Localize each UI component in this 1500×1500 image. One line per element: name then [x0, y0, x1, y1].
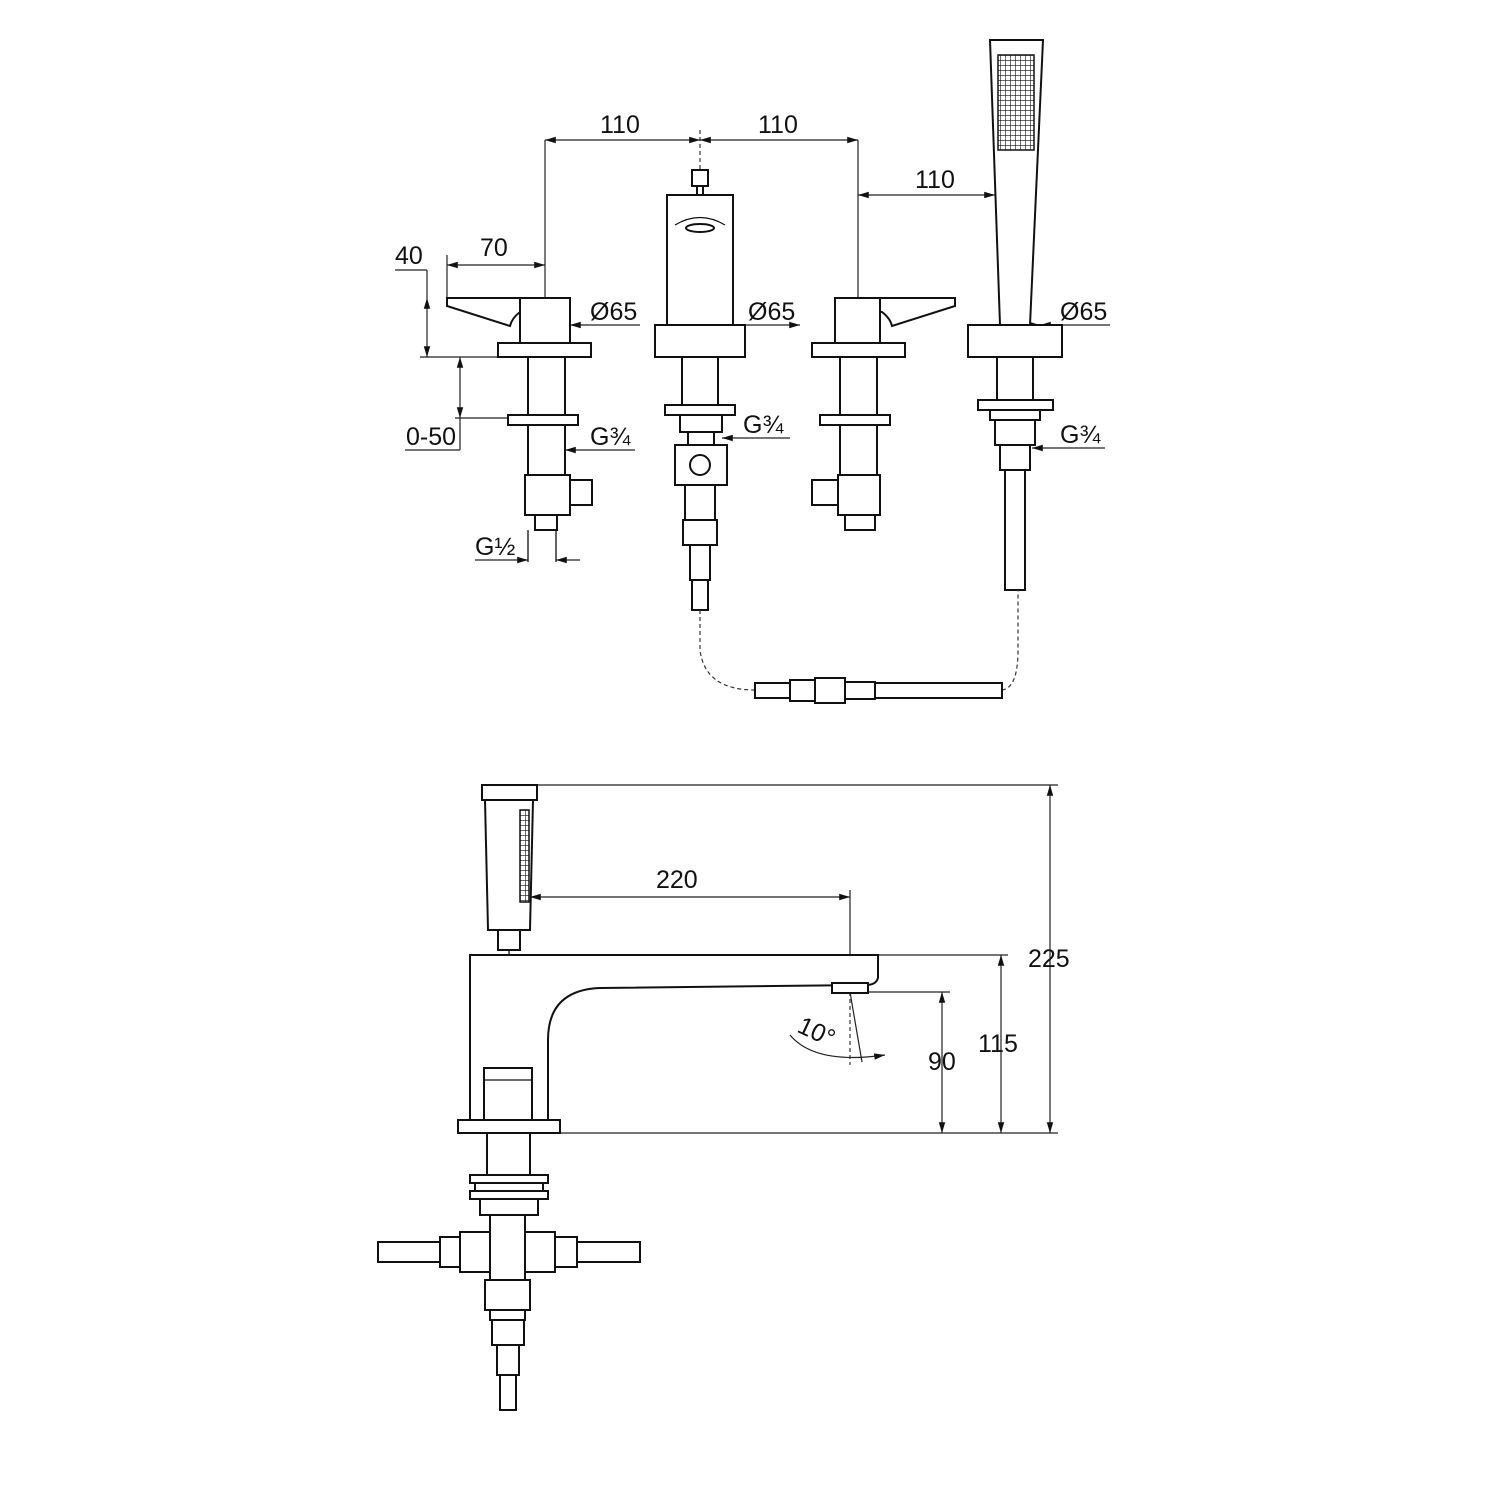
dim-diameter-4: Ø65 — [1060, 298, 1107, 326]
dim-thread-3: G¾ — [1060, 421, 1101, 449]
hand-shower — [967, 39, 1063, 591]
dim-total-height: 225 — [1028, 945, 1070, 973]
dim-outlet-angle: 10° — [793, 1011, 839, 1052]
dim-spout-reach: 220 — [656, 866, 698, 894]
dim-thread-inlet: G½ — [475, 533, 515, 561]
dim-spacing-3: 110 — [915, 166, 955, 194]
side-spout-body — [457, 954, 879, 1134]
dim-outlet-height: 90 — [928, 1048, 956, 1076]
side-mounting-assembly — [377, 1132, 641, 1411]
top-view: 110 110 110 70 40 0-50 Ø65 Ø65 Ø65 G¾ G¾… — [395, 39, 1110, 704]
dim-thread-1: G¾ — [590, 423, 631, 451]
side-dimension-lines — [530, 784, 1058, 1134]
dim-deck-thickness: 0-50 — [406, 423, 456, 451]
dim-spacing-1: 110 — [600, 111, 640, 139]
dim-thread-2: G¾ — [743, 411, 784, 439]
center-spout-valve — [654, 169, 746, 611]
side-view: 220 225 115 90 10° — [377, 784, 1070, 1411]
dim-body-height: 115 — [978, 1030, 1018, 1058]
dim-diameter-1: Ø65 — [590, 298, 637, 326]
dim-diameter-2: Ø65 — [748, 298, 795, 326]
right-valve — [811, 297, 956, 531]
dimension-labels: 110 110 110 70 40 0-50 Ø65 Ø65 Ø65 G¾ G¾… — [395, 111, 1107, 561]
dim-handle-reach: 70 — [480, 234, 508, 262]
shower-hose — [699, 590, 1019, 704]
dim-handle-height: 40 — [395, 242, 423, 270]
dim-spacing-2: 110 — [758, 111, 798, 139]
left-valve — [446, 297, 593, 562]
side-hand-shower — [481, 784, 538, 955]
